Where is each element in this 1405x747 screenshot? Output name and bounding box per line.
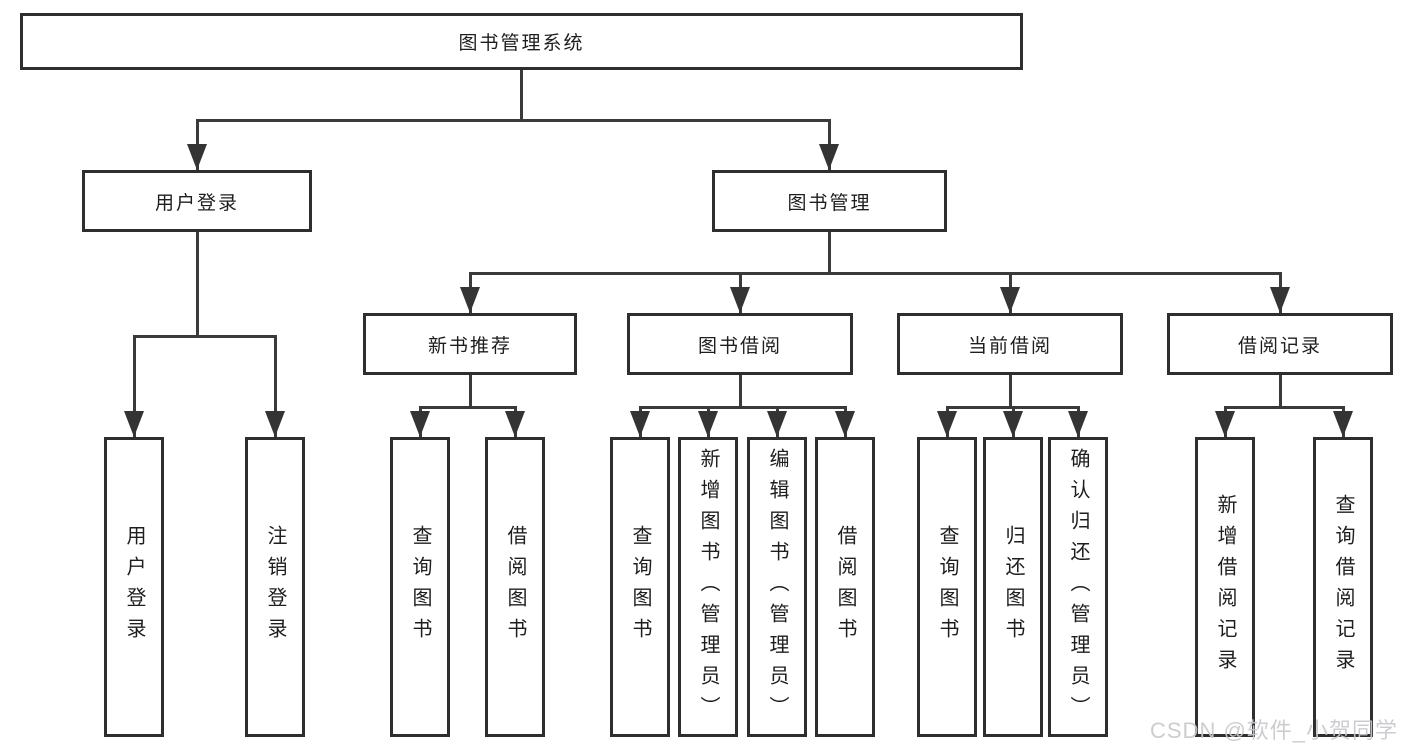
arrow-down-icon	[937, 411, 957, 437]
node-label: 新增图书（管理员）	[697, 447, 719, 727]
arrow-down-icon	[1003, 411, 1023, 437]
arrow-down-icon	[767, 411, 787, 437]
node-label: 新书推荐	[427, 335, 512, 357]
csdn-watermark: CSDN @软件_小贺同学	[1150, 718, 1399, 743]
connector-line	[1279, 375, 1282, 407]
node-library-management-system: 图书管理系统	[20, 13, 1023, 70]
node-label: 图书借阅	[697, 335, 782, 357]
arrow-down-icon	[698, 411, 718, 437]
arrow-down-icon	[1068, 411, 1088, 437]
leaf-confirm-return-admin: 确认归还（管理员）	[1048, 437, 1108, 737]
node-user-login: 用户登录	[82, 170, 312, 232]
leaf-borrow-books-recommend: 借阅图书	[485, 437, 545, 737]
leaf-logout: 注销登录	[245, 437, 305, 737]
node-label: 查询图书	[409, 525, 431, 649]
arrow-down-icon	[460, 287, 480, 313]
node-book-management: 图书管理	[712, 170, 947, 232]
node-current-borrowing: 当前借阅	[897, 313, 1123, 375]
leaf-borrow-books: 借阅图书	[815, 437, 875, 737]
leaf-user-login: 用户登录	[104, 437, 164, 737]
node-label: 当前借阅	[967, 335, 1052, 357]
node-label: 编辑图书（管理员）	[766, 447, 788, 727]
arrow-down-icon	[1000, 287, 1020, 313]
node-label: 图书管理	[787, 192, 872, 214]
connector-line	[274, 336, 277, 437]
arrow-down-icon	[819, 144, 839, 170]
leaf-edit-book-admin: 编辑图书（管理员）	[747, 437, 807, 737]
node-label: 用户登录	[154, 192, 239, 214]
connector-line	[469, 375, 472, 407]
connector-line	[419, 406, 517, 409]
node-label: 借阅记录	[1237, 335, 1322, 357]
connector-line	[639, 406, 847, 409]
arrow-down-icon	[410, 411, 430, 437]
leaf-return-books: 归还图书	[983, 437, 1043, 737]
node-label: 查询借阅记录	[1332, 494, 1354, 680]
arrow-down-icon	[730, 287, 750, 313]
leaf-add-borrow-record: 新增借阅记录	[1195, 437, 1255, 737]
arrow-down-icon	[187, 144, 207, 170]
leaf-query-books-recommend: 查询图书	[390, 437, 450, 737]
node-label: 查询图书	[629, 525, 651, 649]
node-new-book-recommendation: 新书推荐	[363, 313, 577, 375]
arrow-down-icon	[505, 411, 525, 437]
node-borrowing-records: 借阅记录	[1167, 313, 1393, 375]
node-label: 查询图书	[936, 525, 958, 649]
arrow-down-icon	[630, 411, 650, 437]
node-label: 确认归还（管理员）	[1067, 447, 1089, 727]
node-label: 新增借阅记录	[1214, 494, 1236, 680]
connector-line	[739, 375, 742, 407]
node-label: 用户登录	[123, 525, 145, 649]
connector-line	[469, 272, 1282, 275]
arrow-down-icon	[265, 411, 285, 437]
arrow-down-icon	[124, 411, 144, 437]
connector-line	[196, 119, 831, 122]
connector-line	[1009, 375, 1012, 407]
leaf-query-books-current: 查询图书	[917, 437, 977, 737]
arrow-down-icon	[1215, 411, 1235, 437]
leaf-add-book-admin: 新增图书（管理员）	[678, 437, 738, 737]
connector-line	[828, 232, 831, 273]
arrow-down-icon	[1270, 287, 1290, 313]
node-label: 注销登录	[264, 525, 286, 649]
node-label: 归还图书	[1002, 525, 1024, 649]
node-book-borrowing: 图书借阅	[627, 313, 853, 375]
leaf-query-books-borrow: 查询图书	[610, 437, 670, 737]
connector-line	[133, 335, 277, 338]
connector-line	[196, 232, 199, 336]
node-label: 图书管理系统	[458, 33, 585, 54]
connector-line	[520, 70, 523, 120]
arrow-down-icon	[835, 411, 855, 437]
connector-line	[1224, 406, 1345, 409]
connector-line	[133, 336, 136, 437]
node-label: 借阅图书	[504, 525, 526, 649]
arrow-down-icon	[1333, 411, 1353, 437]
leaf-query-borrow-record: 查询借阅记录	[1313, 437, 1373, 737]
node-label: 借阅图书	[834, 525, 856, 649]
